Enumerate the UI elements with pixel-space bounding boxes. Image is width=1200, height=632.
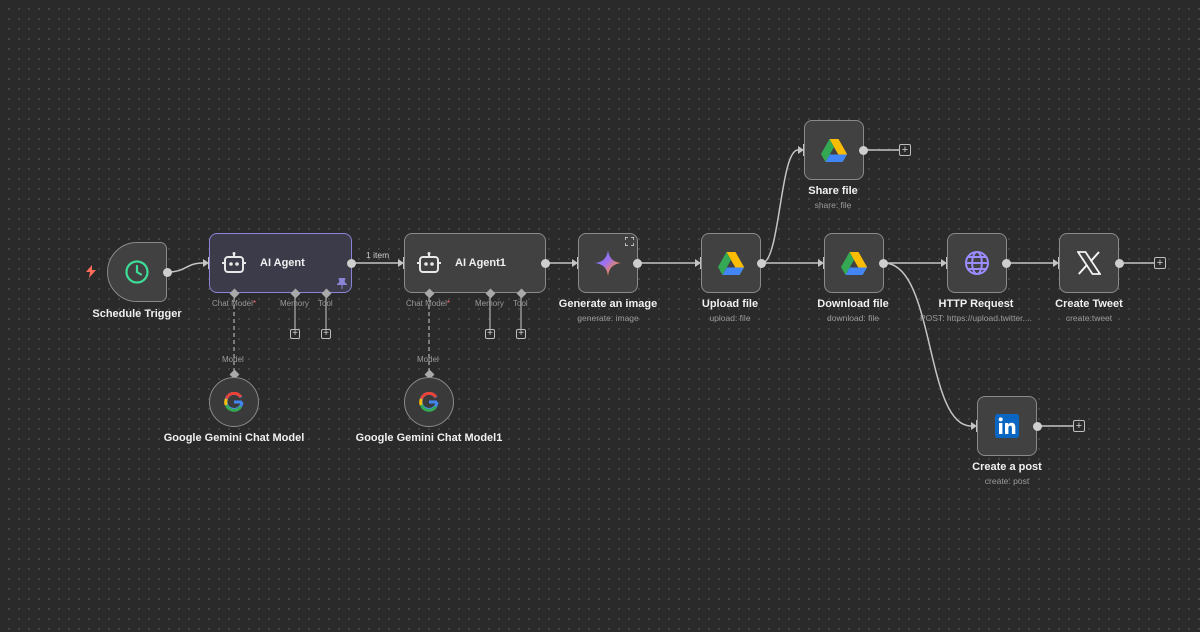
wire-upload-share [761,149,799,264]
gemini-sparkle-icon [595,250,621,276]
add-node-button[interactable]: + [1073,420,1085,432]
arrow-in [572,259,578,267]
http-request-subtitle: POST: https://upload.twitter.... [920,313,1032,323]
upload-file-label: Upload file [701,298,759,310]
arrow-in [798,146,804,154]
google-g-icon [224,392,244,412]
download-file-subtitle: download: file [827,313,879,323]
add-memory-button[interactable]: + [485,329,495,339]
node-ai-agent[interactable]: AI Agent [209,233,352,293]
node-share-file[interactable] [804,120,864,180]
robot-icon [222,252,246,273]
add-tool-button[interactable]: + [516,329,526,339]
arrow-in [818,259,824,267]
node-google-gemini-chat-model1[interactable] [404,377,454,427]
create-tweet-label: Create Tweet [1055,298,1123,310]
upload-file-subtitle: upload: file [709,313,751,323]
output-handle[interactable] [879,259,888,268]
arrow-in [203,259,209,267]
globe-icon [965,251,989,275]
google-g-icon [419,392,439,412]
items-count-label: 1 item [366,250,390,260]
wire-download-post [883,262,972,427]
create-tweet-subtitle: create:tweet [1065,313,1113,323]
chat-model-port-label: Chat Model* [406,299,451,308]
generate-image-label: Generate an image [558,298,658,310]
google-drive-icon [718,251,744,275]
gemini-model-label: Google Gemini Chat Model [163,432,305,444]
schedule-trigger-label: Schedule Trigger [92,308,182,320]
output-handle[interactable] [859,146,868,155]
ai-agent-title: AI Agent [260,257,305,269]
node-google-gemini-chat-model[interactable] [209,377,259,427]
tool-port-label: Tool [318,299,333,308]
model-port-label: Model [222,355,244,364]
create-post-label: Create a post [972,461,1042,473]
arrow-in [971,422,977,430]
google-drive-icon [841,251,867,275]
tool-port-label: Tool [513,299,528,308]
expand-icon[interactable] [625,237,634,246]
node-download-file[interactable] [824,233,884,293]
node-schedule-trigger[interactable] [107,242,167,302]
ai-agent1-title: AI Agent1 [455,257,506,269]
robot-icon [417,252,441,273]
node-create-post[interactable] [977,396,1037,456]
x-logo-icon [1077,251,1101,275]
arrow-in [941,259,947,267]
node-http-request[interactable] [947,233,1007,293]
add-node-button[interactable]: + [899,144,911,156]
google-drive-icon [821,138,847,162]
arrow-in [1053,259,1059,267]
gemini-model1-label: Google Gemini Chat Model1 [355,432,503,444]
generate-image-subtitle: generate: image [577,313,639,323]
output-handle[interactable] [163,268,172,277]
node-ai-agent1[interactable]: AI Agent1 [404,233,546,293]
add-memory-button[interactable]: + [290,329,300,339]
add-tool-button[interactable]: + [321,329,331,339]
output-handle[interactable] [347,259,356,268]
node-upload-file[interactable] [701,233,761,293]
arrow-in [398,259,404,267]
memory-port-label: Memory [280,299,309,308]
output-handle[interactable] [541,259,550,268]
pin-icon[interactable] [337,278,347,289]
create-post-subtitle: create: post [984,476,1030,486]
bolt-icon [86,265,96,278]
output-handle[interactable] [1115,259,1124,268]
linkedin-icon [995,414,1019,438]
share-file-subtitle: share: file [814,200,852,210]
node-create-tweet[interactable] [1059,233,1119,293]
output-handle[interactable] [757,259,766,268]
http-request-label: HTTP Request [938,298,1014,310]
node-generate-image[interactable] [578,233,638,293]
chat-model-port-label: Chat Model* [212,299,257,308]
download-file-label: Download file [817,298,889,310]
model-port-label: Model [417,355,439,364]
wire-trigger-agent [167,262,204,273]
output-handle[interactable] [1002,259,1011,268]
output-handle[interactable] [633,259,642,268]
share-file-label: Share file [808,185,858,197]
arrow-in [695,259,701,267]
clock-icon [125,260,149,284]
memory-port-label: Memory [475,299,504,308]
add-node-button[interactable]: + [1154,257,1166,269]
output-handle[interactable] [1033,422,1042,431]
